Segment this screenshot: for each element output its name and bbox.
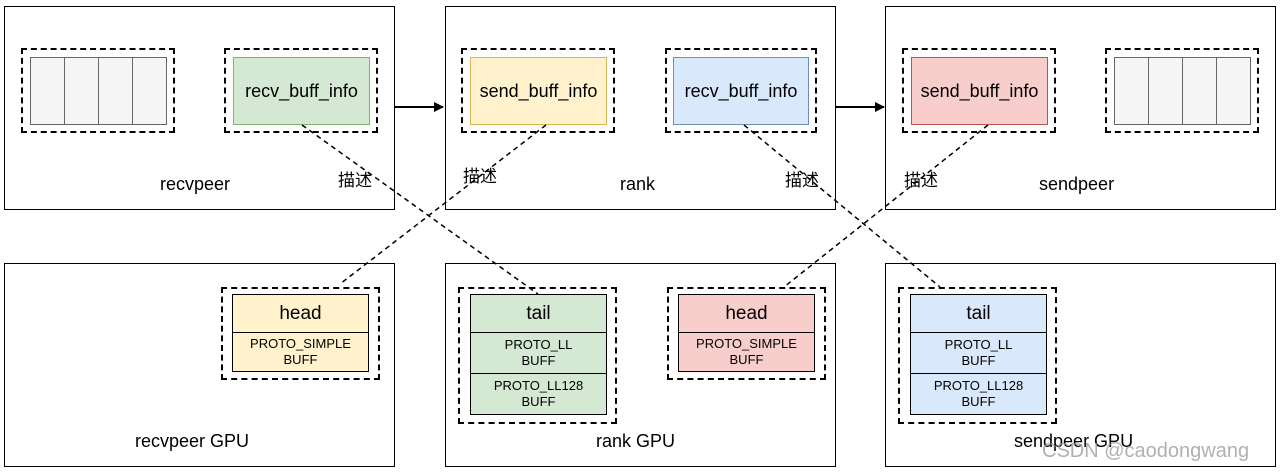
- proto-simple-buff: PROTO_SIMPLE BUFF: [679, 333, 814, 371]
- rank-gpu-tail-buffer: tail PROTO_LL BUFF PROTO_LL128 BUFF: [470, 294, 607, 415]
- recvpeer-buffer-group: [21, 48, 175, 133]
- sendpeer-gpu-label: sendpeer GPU: [1014, 431, 1134, 451]
- describe-label: 描述: [338, 171, 372, 190]
- watermark: CSDN @caodongwang: [1042, 440, 1250, 462]
- proto-ll-buff: PROTO_LL BUFF: [471, 333, 606, 373]
- buffer-slot: [1149, 58, 1183, 124]
- proto-simple-buff: PROTO_SIMPLE BUFF: [233, 333, 368, 371]
- sendpeer-buffer-group: [1105, 48, 1259, 133]
- rank-send-buff-info: send_buff_info: [470, 57, 607, 125]
- sendpeer-buffer-slots: [1114, 57, 1251, 125]
- describe-label: 描述: [785, 171, 819, 190]
- sendpeer-label: sendpeer: [1039, 174, 1115, 194]
- recvpeer-gpu-head-group: [221, 287, 380, 380]
- recvpeer-buffer-slots: [30, 57, 167, 125]
- proto-ll128-buff: PROTO_LL128 BUFF: [471, 373, 606, 414]
- recvpeer-gpu-head-buffer: head PROTO_SIMPLE BUFF: [232, 294, 369, 372]
- tail-title: tail: [471, 295, 606, 333]
- buffer-slot: [1115, 58, 1149, 124]
- proto-ll128-buff: PROTO_LL128 BUFF: [911, 373, 1046, 414]
- recvpeer-gpu-label: recvpeer GPU: [135, 431, 250, 451]
- rank-label: rank: [620, 174, 656, 194]
- sendpeer-gpu-tail-buffer: tail PROTO_LL BUFF PROTO_LL128 BUFF: [910, 294, 1047, 415]
- rank-gpu-tail-group: [458, 287, 617, 424]
- recvpeer-label: recvpeer: [160, 174, 231, 194]
- tail-title: tail: [911, 295, 1046, 333]
- sendpeer-send-to-rank-head-link: [783, 124, 989, 288]
- rank-recv-buff-group: [665, 48, 817, 133]
- rank-gpu-head-group: [667, 287, 826, 380]
- head-title: head: [233, 295, 368, 333]
- buffer-slot: [31, 58, 65, 124]
- recvpeer-recv-to-rank-tail-link: [301, 124, 539, 295]
- rank-recv-to-sendpeer-tail-link: [743, 124, 941, 288]
- rank-gpu-head-buffer: head PROTO_SIMPLE BUFF: [678, 294, 815, 372]
- describe-label: 描述: [904, 171, 938, 190]
- rank-send-to-recvpeer-head-link: [339, 124, 547, 285]
- rank-gpu-label: rank GPU: [596, 431, 676, 451]
- proto-ll-buff: PROTO_LL BUFF: [911, 333, 1046, 373]
- buffer-slot: [99, 58, 133, 124]
- buffer-slot: [1183, 58, 1217, 124]
- rank-recv-buff-info: recv_buff_info: [673, 57, 809, 125]
- head-title: head: [679, 295, 814, 333]
- recvpeer-recv-buff-group: [224, 48, 378, 133]
- sendpeer-gpu-tail-group: [898, 287, 1057, 424]
- buffer-slot: [65, 58, 99, 124]
- sendpeer-send-buff-info: send_buff_info: [911, 57, 1048, 125]
- describe-label: 描述: [463, 167, 497, 186]
- recvpeer-recv-buff-info: recv_buff_info: [233, 57, 370, 125]
